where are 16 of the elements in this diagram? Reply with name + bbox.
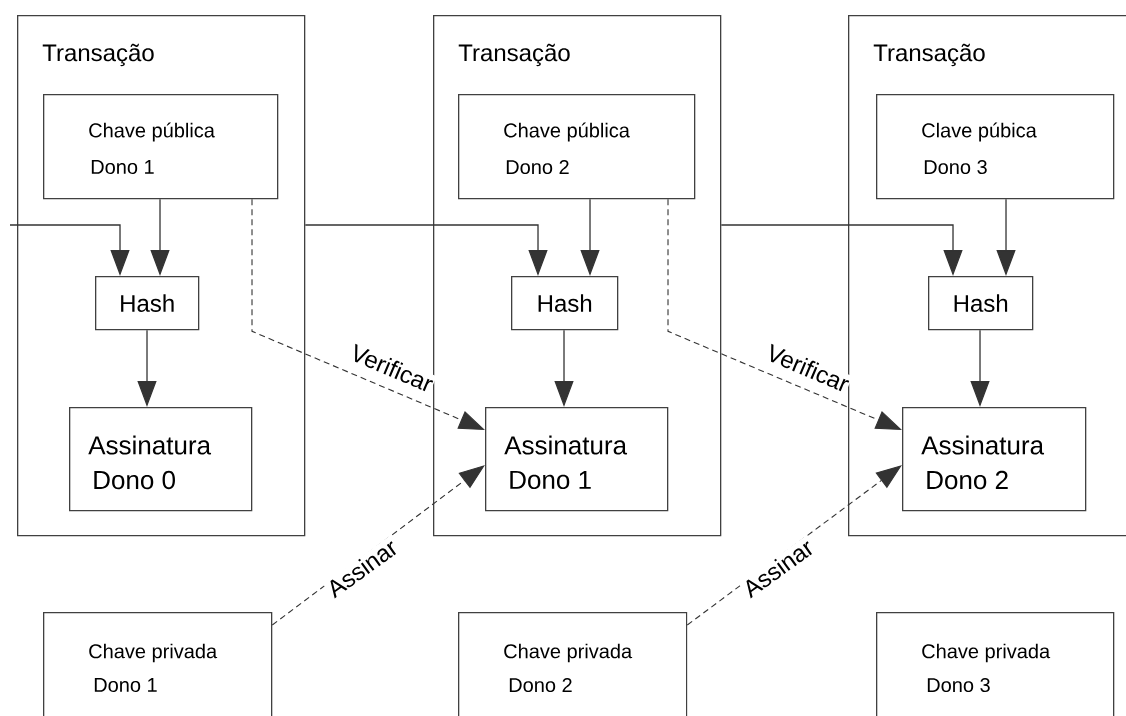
public-key-box: Clave púbica Dono 3	[876, 94, 1115, 200]
private-key-box: Chave privada Dono 3	[876, 612, 1115, 716]
public-key-box: Chave pública Dono 1	[43, 94, 279, 200]
hash-box: Hash	[95, 276, 200, 331]
private-key-box: Chave privada Dono 2	[458, 612, 688, 716]
dashed-arrow	[271, 465, 485, 626]
signature-box: Assinatura Dono 0	[69, 407, 253, 512]
hash-box: Hash	[928, 276, 1034, 331]
signature-box: Assinatura Dono 1	[485, 407, 669, 512]
dashed-arrow	[251, 198, 485, 430]
hash-box: Hash	[511, 276, 619, 331]
dashed-arrow	[667, 198, 902, 430]
public-key-box: Chave pública Dono 2	[458, 94, 696, 200]
signature-box: Assinatura Dono 2	[902, 407, 1087, 512]
private-key-box: Chave privada Dono 1	[43, 612, 273, 716]
dashed-arrow	[686, 465, 902, 626]
